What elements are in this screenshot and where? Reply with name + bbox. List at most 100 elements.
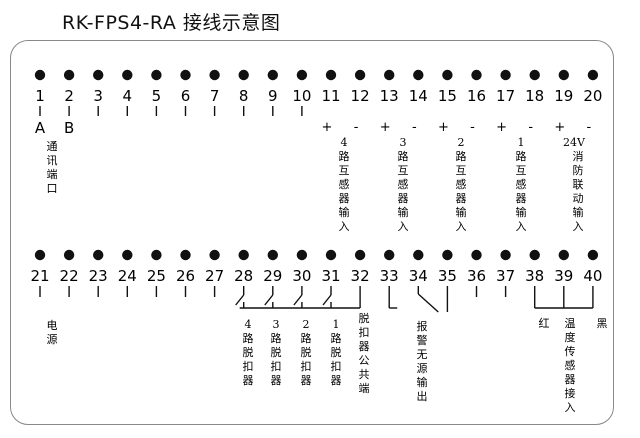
power-label: 电源 bbox=[47, 319, 58, 346]
terminal-7-dot bbox=[209, 69, 220, 81]
terminal-18-label: 18 bbox=[525, 87, 544, 105]
svg-text:脱: 脱 bbox=[359, 311, 370, 325]
terminal-37-label: 37 bbox=[496, 267, 515, 285]
terminal-19-label: 19 bbox=[554, 87, 573, 105]
svg-text:端: 端 bbox=[47, 168, 58, 181]
terminal-32-label: 32 bbox=[351, 267, 370, 285]
svg-text:讯: 讯 bbox=[47, 154, 58, 167]
terminal-31-label: 31 bbox=[321, 267, 340, 285]
svg-text:感: 感 bbox=[456, 178, 467, 191]
terminal-18-dot bbox=[529, 69, 540, 81]
terminal-21-dot bbox=[34, 249, 46, 261]
svg-text:器: 器 bbox=[301, 374, 312, 387]
svg-text:扣: 扣 bbox=[359, 325, 370, 339]
svg-text:报: 报 bbox=[417, 319, 428, 333]
svg-text:端: 端 bbox=[359, 382, 370, 395]
svg-text:感: 感 bbox=[516, 178, 527, 191]
terminal-16-dot bbox=[471, 69, 482, 81]
terminal-40-label: 40 bbox=[583, 267, 602, 285]
terminal-33-dot bbox=[384, 249, 395, 261]
svg-text:共: 共 bbox=[359, 368, 370, 381]
terminal-34-dot bbox=[413, 249, 424, 261]
terminal-7-label: 7 bbox=[210, 87, 220, 105]
svg-text:输: 输 bbox=[573, 205, 584, 219]
svg-text:入: 入 bbox=[573, 220, 584, 233]
terminal-27-dot bbox=[209, 249, 220, 261]
terminal-39-label: 39 bbox=[554, 267, 573, 285]
terminal-39-dot bbox=[558, 249, 569, 261]
svg-text:动: 动 bbox=[573, 192, 584, 205]
svg-text:路: 路 bbox=[331, 332, 342, 345]
trip-1-switch bbox=[322, 294, 332, 306]
svg-text:源: 源 bbox=[47, 332, 58, 346]
terminal-20-label: 20 bbox=[583, 87, 602, 105]
svg-text:路: 路 bbox=[339, 150, 350, 163]
svg-text:感: 感 bbox=[398, 178, 409, 191]
red-wire-label: 红 bbox=[539, 317, 550, 330]
trip-2-switch bbox=[293, 294, 303, 306]
svg-text:感: 感 bbox=[565, 359, 576, 372]
terminal-22-dot bbox=[63, 249, 75, 261]
terminal-8-label: 8 bbox=[239, 87, 249, 105]
svg-text:3: 3 bbox=[273, 318, 280, 331]
alarm-contact bbox=[417, 293, 439, 313]
svg-text:出: 出 bbox=[417, 389, 428, 403]
svg-text:入: 入 bbox=[565, 401, 576, 414]
terminal-16-label: 16 bbox=[467, 87, 486, 105]
black-wire-label: 黑 bbox=[597, 317, 608, 330]
terminal-23-dot bbox=[93, 249, 104, 261]
svg-text:扣: 扣 bbox=[243, 359, 254, 373]
terminal-37-dot bbox=[500, 249, 511, 261]
terminal-17-polarity: + bbox=[496, 120, 507, 135]
terminal-12-polarity: - bbox=[354, 120, 359, 135]
svg-text:3: 3 bbox=[400, 136, 407, 149]
svg-text:输: 输 bbox=[516, 205, 527, 219]
terminal-31-dot bbox=[325, 249, 337, 261]
svg-text:1: 1 bbox=[518, 136, 525, 149]
svg-text:路: 路 bbox=[398, 150, 409, 163]
terminal-24-label: 24 bbox=[118, 267, 137, 285]
terminal-20-dot bbox=[587, 69, 599, 81]
svg-text:度: 度 bbox=[565, 330, 576, 344]
terminal-16-polarity: - bbox=[470, 120, 475, 135]
terminal-panel bbox=[10, 40, 614, 425]
svg-text:入: 入 bbox=[339, 220, 350, 233]
terminal-12-label: 12 bbox=[351, 87, 370, 105]
terminal-35-label: 35 bbox=[438, 267, 457, 285]
svg-text:2: 2 bbox=[458, 136, 465, 149]
svg-text:接: 接 bbox=[565, 387, 576, 400]
svg-text:器: 器 bbox=[271, 374, 282, 387]
terminal-12-dot bbox=[354, 69, 366, 81]
terminal-11-polarity: + bbox=[322, 120, 333, 135]
terminal-25-dot bbox=[151, 249, 162, 261]
terminal-38-label: 38 bbox=[525, 267, 544, 285]
svg-text:无: 无 bbox=[417, 348, 428, 361]
terminal-19-dot bbox=[558, 69, 569, 81]
terminal-6-label: 6 bbox=[181, 87, 191, 105]
svg-text:器: 器 bbox=[243, 374, 254, 387]
terminal-33-label: 33 bbox=[380, 267, 399, 285]
terminal-21-label: 21 bbox=[30, 267, 49, 285]
svg-text:温: 温 bbox=[565, 317, 576, 330]
terminal-1-letter: A bbox=[35, 119, 46, 137]
terminal-26-dot bbox=[180, 249, 191, 261]
terminal-5-dot bbox=[151, 69, 162, 81]
terminal-13-label: 13 bbox=[380, 87, 399, 105]
terminal-2-dot bbox=[63, 69, 75, 81]
terminal-11-dot bbox=[325, 69, 337, 81]
terminal-17-label: 17 bbox=[496, 87, 515, 105]
terminal-15-label: 15 bbox=[438, 87, 457, 105]
terminal-14-polarity: - bbox=[412, 120, 417, 135]
svg-text:消: 消 bbox=[573, 149, 584, 163]
svg-text:器: 器 bbox=[339, 192, 350, 205]
svg-text:输: 输 bbox=[398, 205, 409, 219]
svg-text:扣: 扣 bbox=[271, 359, 282, 373]
svg-text:入: 入 bbox=[516, 220, 527, 233]
terminal-28-label: 28 bbox=[234, 267, 253, 285]
